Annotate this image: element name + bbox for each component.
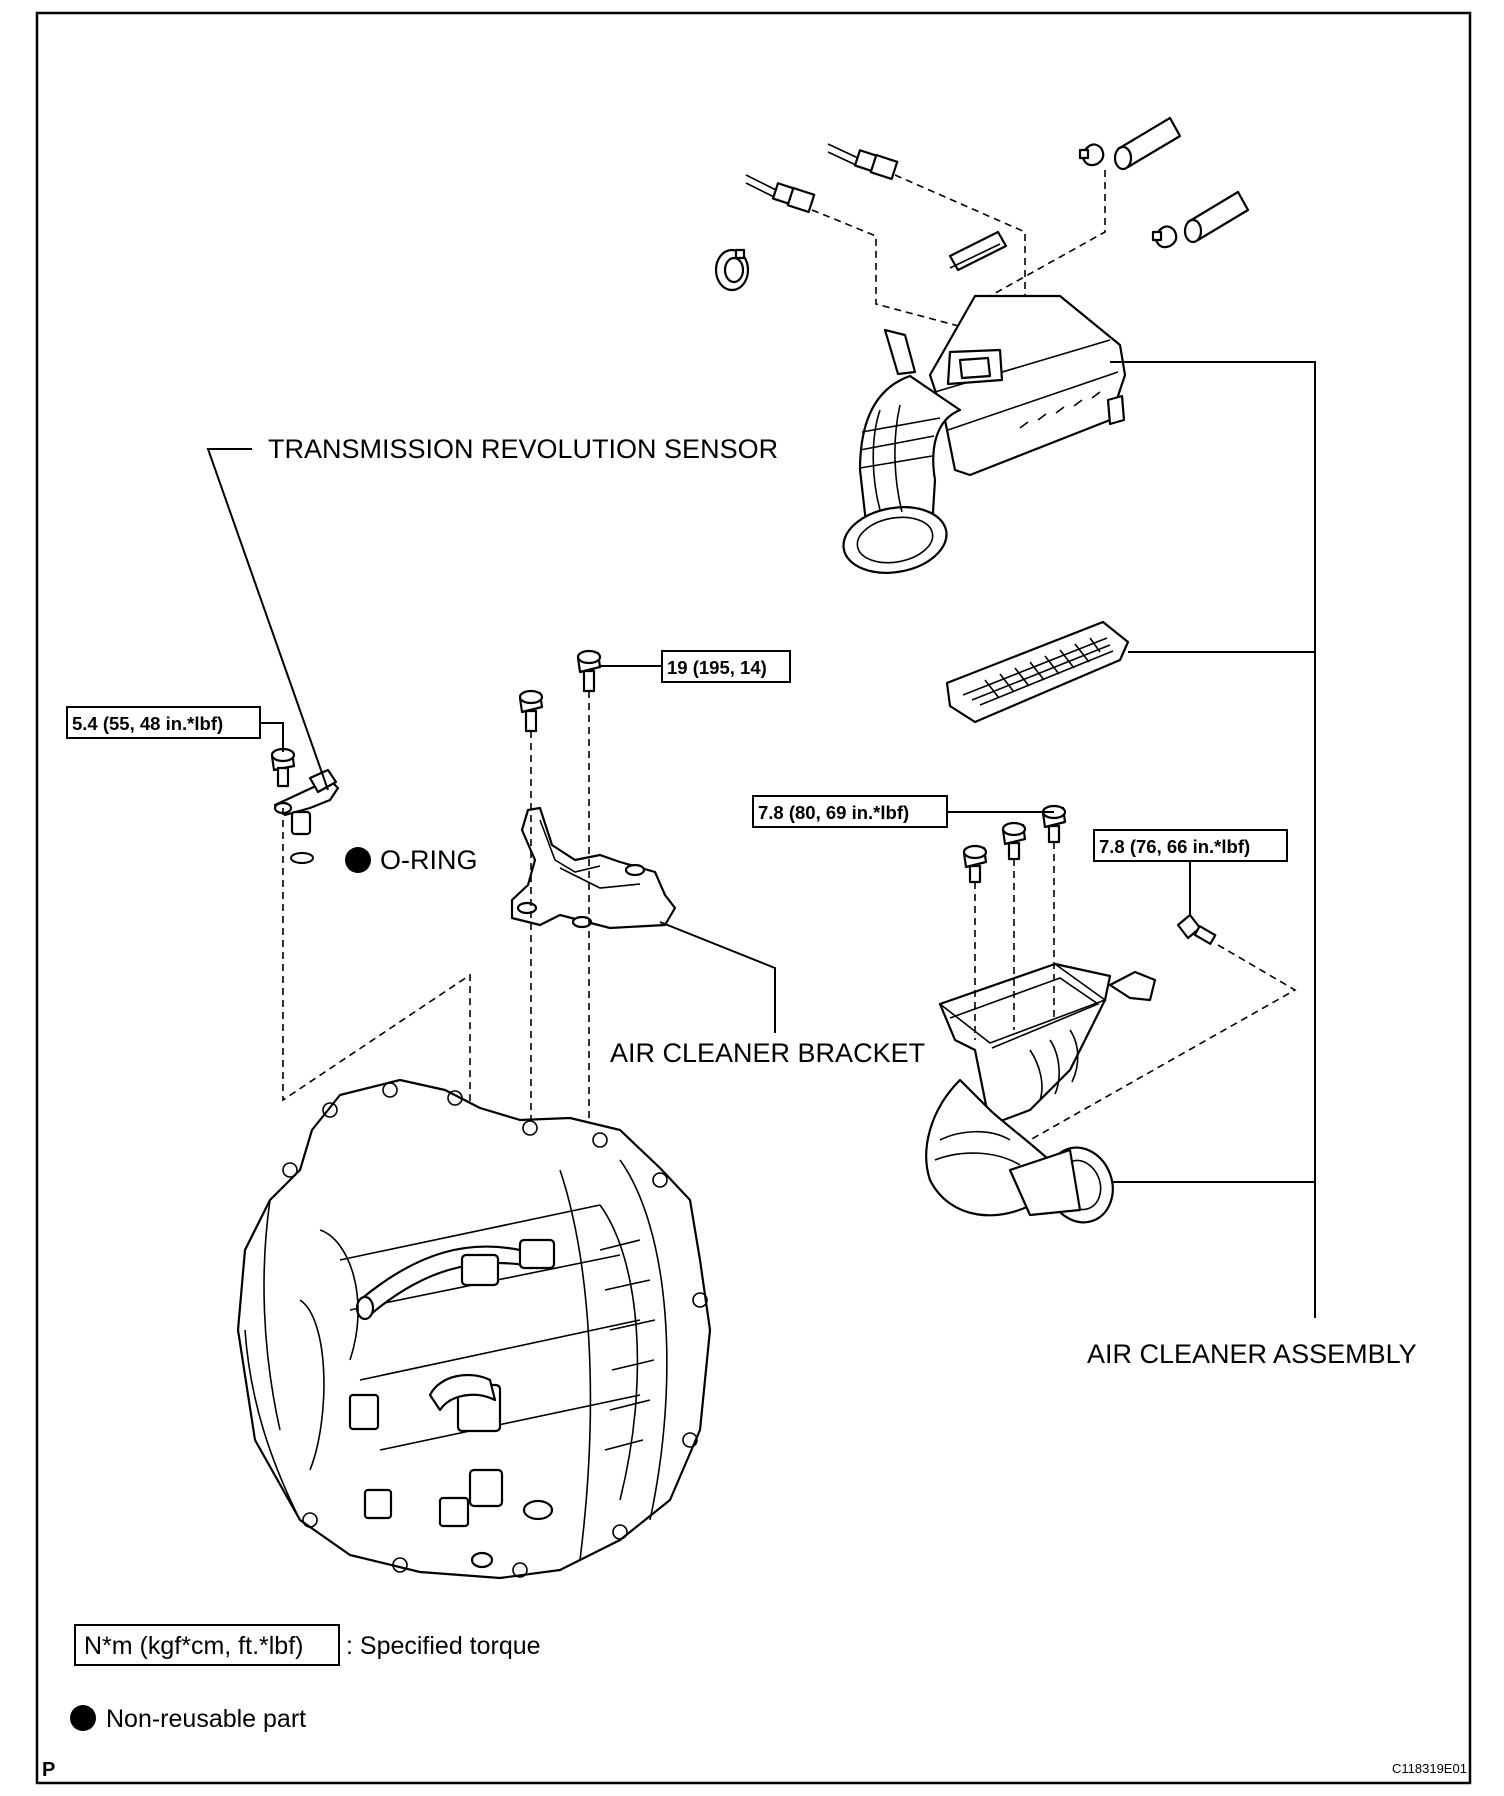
connector-lower [745,174,816,214]
o-ring-label: O-RING [380,845,478,875]
hose-clip-lower [1151,225,1178,249]
case-bolt-2 [1001,821,1027,861]
air-cleaner-bracket-label: AIR CLEANER BRACKET [610,1038,925,1068]
non-reusable-marker-o-ring [345,847,371,873]
figure-code: C118319E01 [1392,1761,1467,1776]
air-cleaner-cap [842,294,1127,574]
bracket-bolt-1 [518,689,544,733]
breather-hose [948,230,1008,272]
air-filter-element [945,620,1130,724]
hose-clip-upper [1078,143,1105,167]
sensor-bolt [270,747,296,788]
air-cleaner-assembly-label: AIR CLEANER ASSEMBLY [1087,1339,1417,1369]
transmission-revolution-sensor [273,768,340,836]
legend-torque-unit: N*m (kgf*cm, ft.*lbf) [84,1632,303,1660]
torque-case-bolts: 7.8 (80, 69 in.*lbf) [758,802,909,823]
vacuum-hose-upper [1113,116,1182,171]
side-bolt [1176,913,1217,945]
footer-left-mark: P [42,1759,55,1781]
case-bolt-1 [962,844,988,884]
leader-lines [206,361,1316,1318]
page-frame [35,11,1472,1785]
torque-box-case-bolts [752,795,948,828]
legend-non-reusable-marker [70,1705,96,1731]
connector-upper [827,143,899,181]
air-cleaner-case [925,962,1157,1224]
legend-torque-desc: : Specified torque [346,1632,541,1660]
air-cleaner-bracket [510,806,677,930]
transaxle-assembly [236,1078,712,1580]
torque-sensor-bolt: 5.4 (55, 48 in.*lbf) [72,713,223,734]
o-ring-part [290,852,314,864]
torque-box-side-bolt [1093,829,1288,862]
hose-clamp-ring [714,248,750,292]
torque-bracket-bolt: 19 (195, 14) [667,657,767,678]
vacuum-hose-lower [1183,190,1250,244]
torque-box-bracket-bolt [661,650,791,683]
transmission-revolution-sensor-label: TRANSMISSION REVOLUTION SENSOR [268,434,778,464]
bracket-bolt-2 [576,649,602,693]
legend-non-reusable-desc: Non-reusable part [106,1705,306,1733]
torque-side-bolt: 7.8 (76, 66 in.*lbf) [1099,836,1250,857]
legend-torque-box [74,1624,340,1666]
torque-box-sensor-bolt [66,706,261,739]
